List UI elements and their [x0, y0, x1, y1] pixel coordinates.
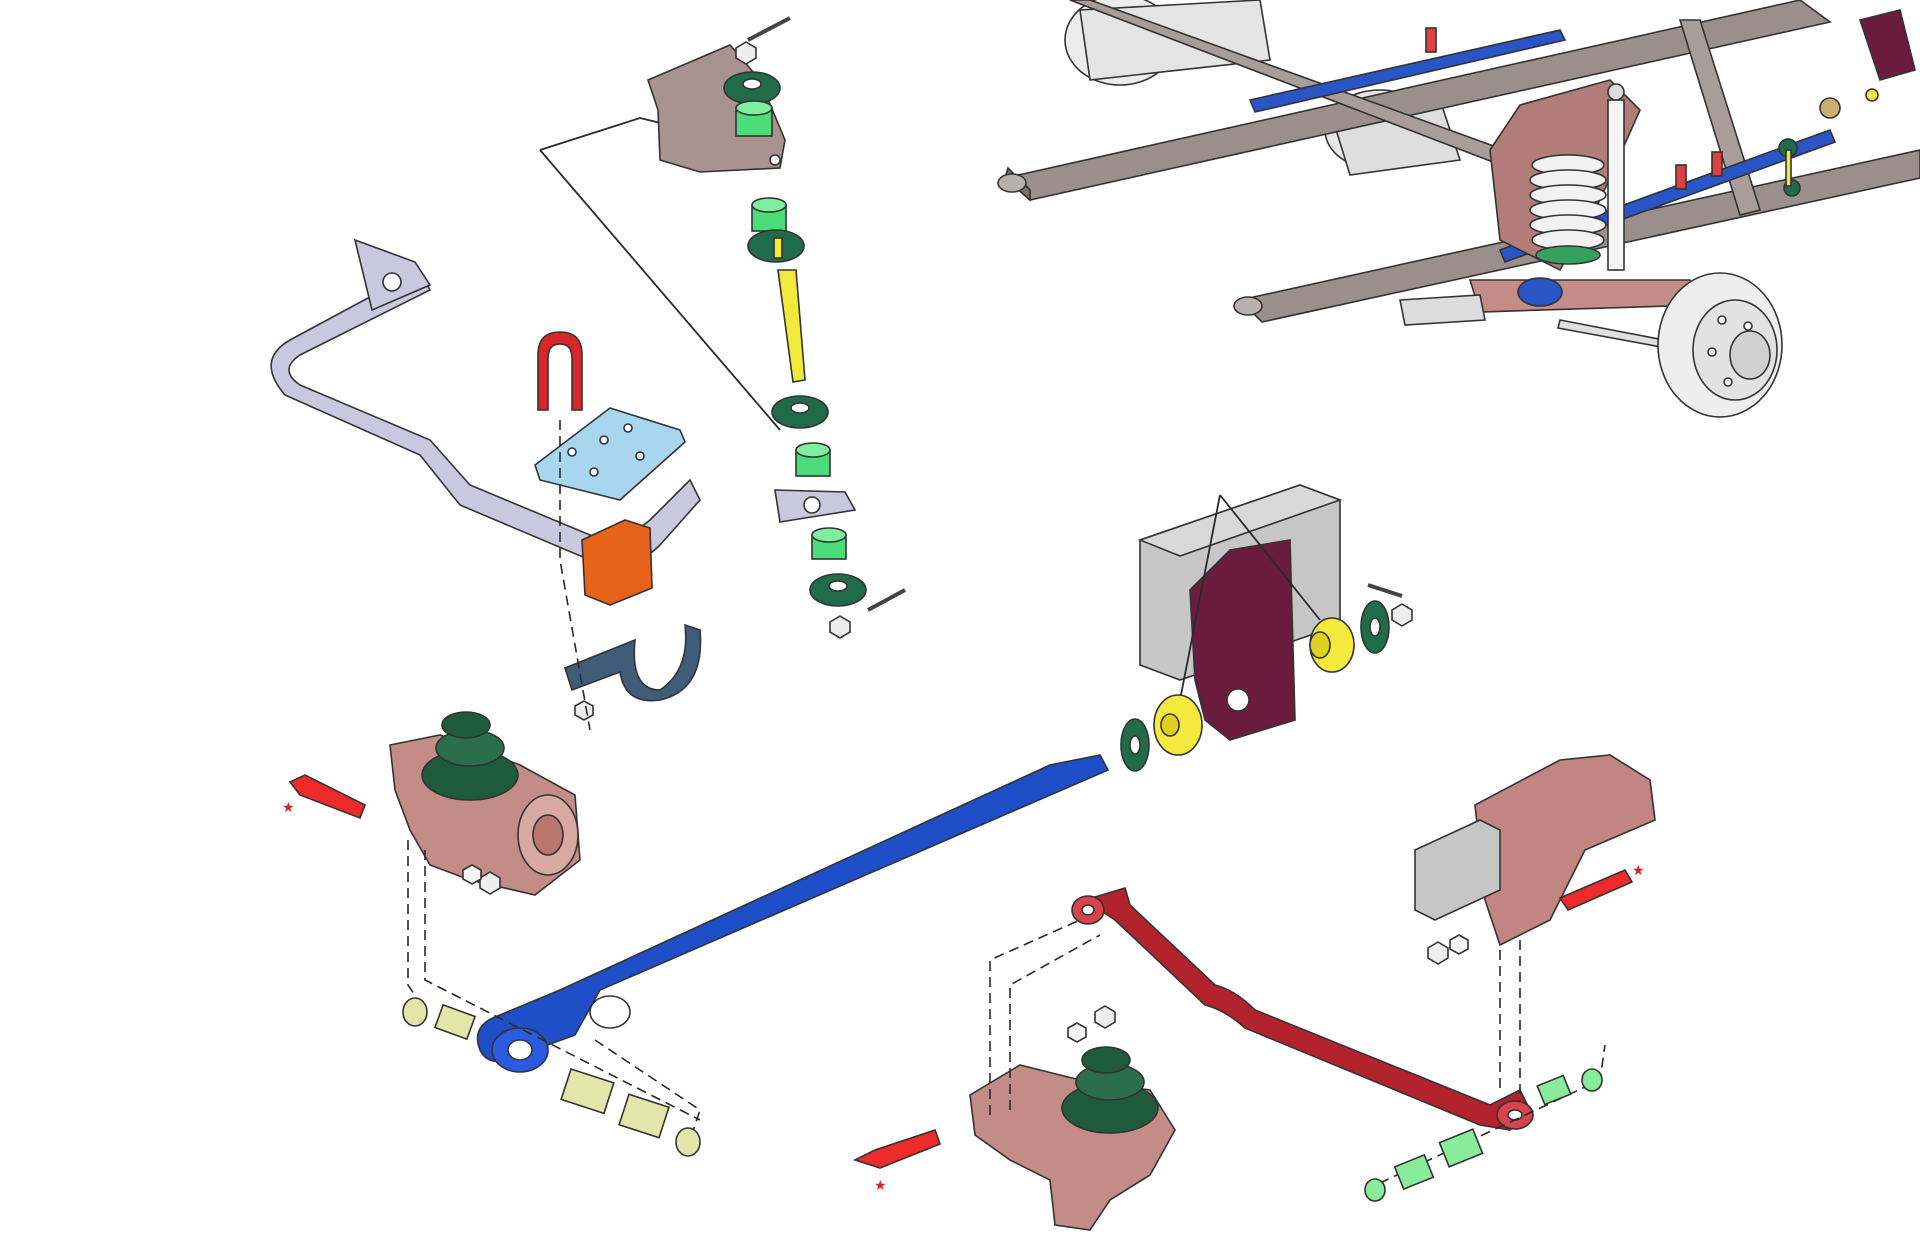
brake-rotor: [1657, 272, 1783, 418]
right-axle-mount-group: [852, 919, 1176, 1231]
bolt-left: [288, 774, 367, 820]
radius-arm-bracket-group: [1120, 484, 1413, 772]
bolt-right: [1558, 868, 1634, 912]
shock-absorber: [1607, 99, 1625, 271]
track-bar-bracket-group: [1364, 754, 1656, 1202]
track-bar-frame-bracket: [1474, 754, 1656, 947]
coil-spring: [1529, 154, 1607, 265]
sway-bar: [270, 268, 701, 566]
u-bolt: [537, 331, 583, 411]
left-axle-mount-group: [288, 711, 701, 1157]
marker-star-right: ★: [1632, 863, 1645, 879]
spring-seat-left: [421, 711, 519, 801]
marker-star-center: ★: [874, 1178, 887, 1194]
sway-bar-end-link: [723, 16, 906, 639]
leaf-spring-left: [1248, 29, 1567, 113]
track-bar: [1083, 887, 1531, 1131]
bushing-bracket: [564, 623, 702, 702]
sway-bar-group: [270, 16, 906, 731]
axle-tube: [1468, 279, 1702, 313]
spring-seat-right: [1061, 1046, 1159, 1134]
assembly-view: [997, 0, 1920, 418]
retainer-plate: [534, 407, 686, 501]
sway-bar-bushing: [581, 519, 653, 606]
radius-arm-bracket: [1189, 539, 1296, 741]
marker-star-left: ★: [282, 800, 295, 816]
bolt-center: [852, 1128, 942, 1169]
